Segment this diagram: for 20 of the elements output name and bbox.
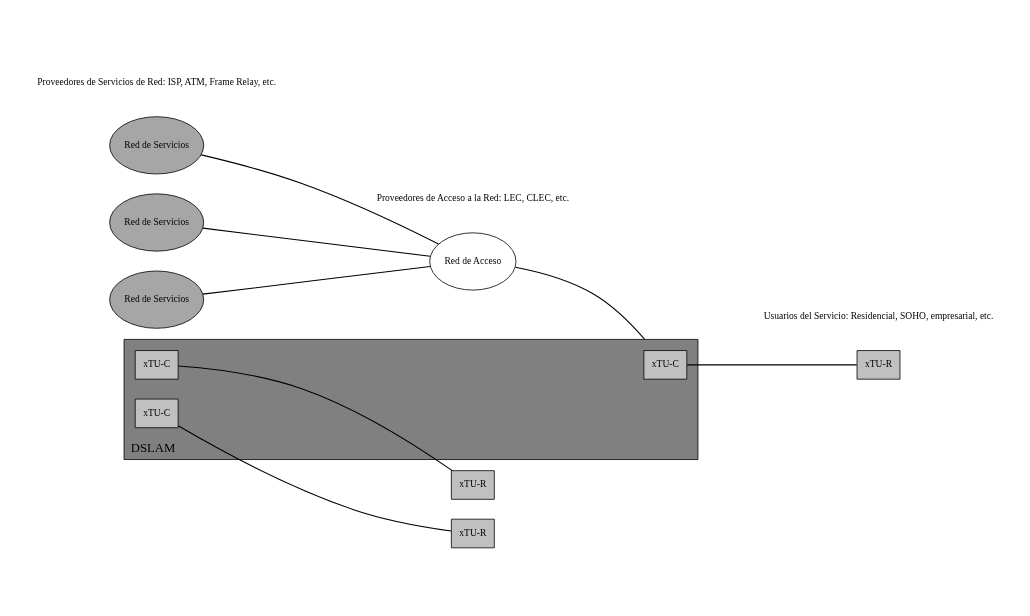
node-ellipse: Red de Servicios xyxy=(109,270,205,329)
node-box: xTU-C xyxy=(643,350,688,380)
connector xyxy=(200,154,440,245)
connector xyxy=(202,266,431,295)
node-ellipse: Red de Acceso xyxy=(429,232,517,291)
connector xyxy=(177,425,452,532)
label: Usuarios del Servicio: Residencial, SOHO, empresarial, etc. xyxy=(763,309,994,321)
connector xyxy=(514,266,646,340)
label: Proveedores de Servicios de Red: ISP, ATM, Frame Relay, etc. xyxy=(37,75,277,87)
label: Proveedores de Acceso a la Red: LEC, CLEC, etc. xyxy=(376,192,570,204)
connector xyxy=(177,365,453,472)
node-box: xTU-C xyxy=(134,398,179,429)
node-box: xTU-R xyxy=(450,470,495,500)
node-ellipse: Red de Servicios xyxy=(109,193,205,252)
node-box: xTU-C xyxy=(134,350,179,380)
connector xyxy=(202,227,431,257)
node-box: xTU-R xyxy=(450,518,495,549)
node-box: xTU-R xyxy=(856,350,901,380)
connector xyxy=(686,364,858,366)
node-ellipse: Red de Servicios xyxy=(109,116,205,175)
